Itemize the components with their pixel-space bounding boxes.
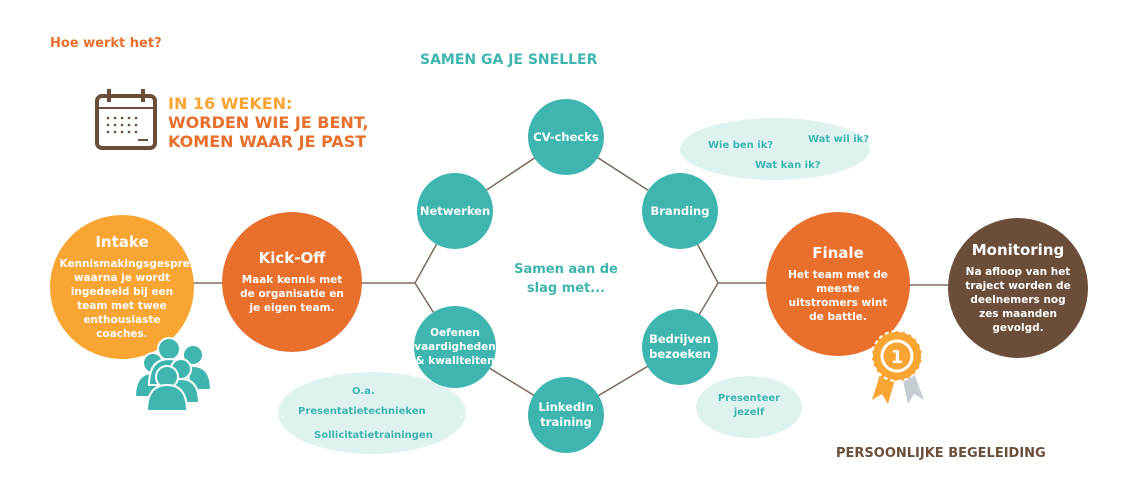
hex-oefenen: Oefenen vaardigheden & kwaliteiten: [414, 306, 496, 388]
step-kickoff: Kick-Off Maak kennis met de organisatie …: [222, 212, 362, 352]
present-bubble: [696, 376, 802, 438]
intake-title: Intake: [95, 233, 149, 251]
step-monitoring: Monitoring Na afloop van het traject wor…: [948, 218, 1088, 358]
step-intake: Intake Kennismakingsgesprek, waarna je w…: [50, 215, 201, 359]
weeks-label: IN 16 WEKEN:: [168, 94, 293, 113]
center-label: Samen aan de slag met...: [514, 262, 618, 296]
slogan-line-1: WORDEN WIE JE BENT,: [168, 113, 369, 132]
questions-bubble: [680, 118, 870, 180]
training-bubble: [278, 372, 466, 454]
svg-text:1: 1: [891, 347, 904, 368]
training-application: Sollicitatietrainingen: [314, 430, 433, 441]
hex-netwerken: Netwerken: [417, 173, 493, 249]
hex-linkedin: LinkedIn training: [528, 377, 604, 453]
hex-bedrijven: Bedrijven bezoeken: [642, 309, 718, 385]
calendar-icon: [95, 89, 157, 150]
finale-title: Finale: [812, 244, 864, 262]
intake-desc: Kennismakingsgesprek, waarna je wordt in…: [59, 258, 201, 340]
tagline: SAMEN GA JE SNELLER: [420, 52, 598, 68]
question-heading: Hoe werkt het?: [50, 36, 162, 51]
kickoff-title: Kick-Off: [258, 249, 326, 267]
kickoff-desc: Maak kennis met de organisatie en je eig…: [240, 274, 344, 314]
training-oa: O.a.: [352, 386, 375, 397]
hex-cv-checks: CV-checks: [528, 99, 604, 175]
step-finale: Finale Het team met de meeste uitstromer…: [766, 212, 910, 356]
question-can: Wat kan ik?: [755, 160, 821, 171]
program-slogan: IN 16 WEKEN: WORDEN WIE JE BENT, KOMEN W…: [168, 94, 369, 151]
medal-icon: 1: [871, 330, 924, 404]
question-who: Wie ben ik?: [708, 140, 774, 151]
hex-branding: Branding: [642, 173, 718, 249]
present-text: Presenteer jezelf: [717, 393, 781, 418]
question-want: Wat wil ik?: [808, 134, 870, 145]
footer-label: PERSOONLIJKE BEGELEIDING: [836, 446, 1046, 461]
team-icon: [135, 337, 213, 411]
monitoring-desc: Na afloop van het traject worden de deel…: [965, 266, 1071, 334]
monitoring-title: Monitoring: [971, 241, 1065, 259]
slogan-line-2: KOMEN WAAR JE PAST: [168, 132, 367, 151]
finale-desc: Het team met de meeste uitstromers wint …: [788, 269, 888, 323]
training-presentation: Presentatietechnieken: [298, 406, 426, 417]
